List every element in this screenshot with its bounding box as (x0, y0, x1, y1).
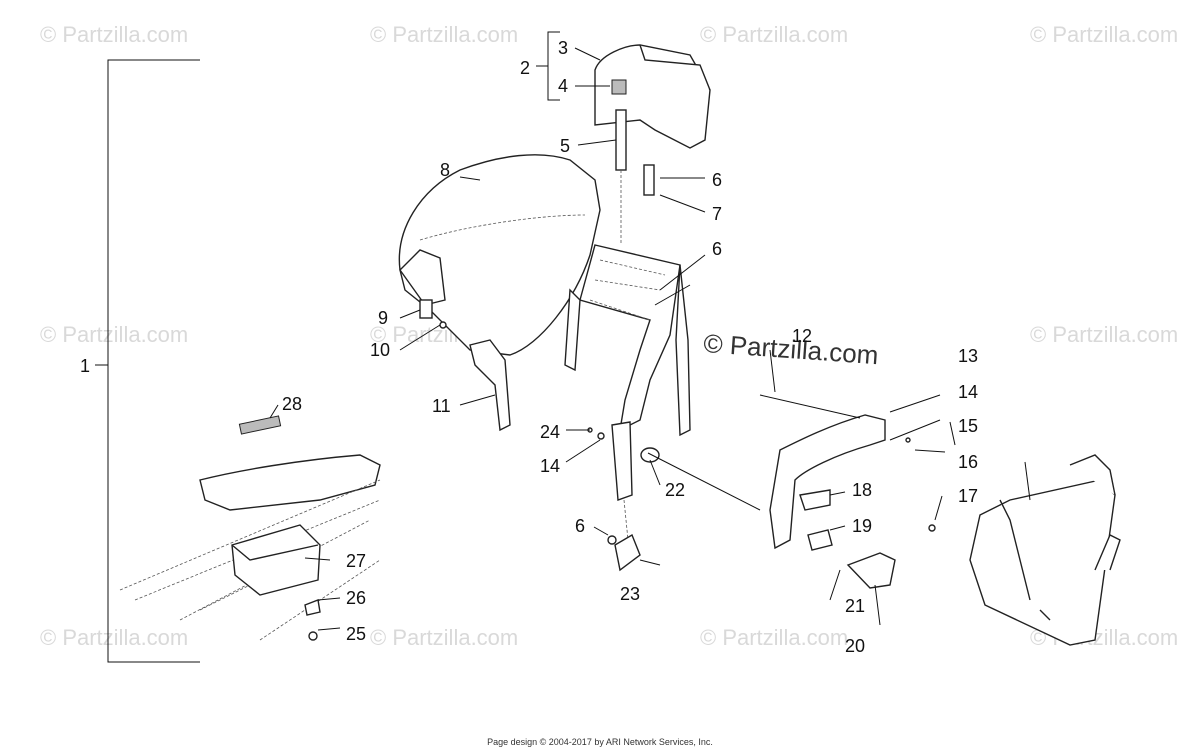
callout-14: 14 (958, 382, 978, 402)
callout-11: 11 (432, 396, 451, 416)
callout-3: 3 (558, 38, 568, 58)
callout-6: 6 (712, 170, 722, 190)
callout-21: 21 (845, 596, 865, 616)
callout-10: 10 (370, 340, 390, 360)
callout-26: 26 (346, 588, 366, 608)
watermark: © Partzilla.com (1030, 22, 1178, 47)
watermark: © Partzilla.com (1030, 322, 1178, 347)
callout-1: 1 (80, 356, 90, 376)
page-footer: Page design © 2004-2017 by ARI Network S… (487, 737, 713, 747)
callout-labels: 1 2 3 4 5 6 7 8 6 9 10 11 12 13 14 15 16… (80, 38, 978, 656)
seat-cushion (398, 154, 601, 356)
backrest-pad (574, 44, 711, 149)
rack-frame (564, 244, 706, 437)
callout-12: 12 (792, 326, 812, 346)
watermark: © Partzilla.com (370, 625, 518, 650)
seat-clamp (399, 299, 511, 432)
support-arm (565, 421, 761, 572)
callout-18: 18 (852, 480, 872, 500)
callout-28: 28 (282, 394, 302, 414)
assembly-bracket (95, 31, 560, 663)
callout-20: 20 (845, 636, 865, 656)
callout-25: 25 (346, 624, 366, 644)
watermark: © Partzilla.com (700, 625, 848, 650)
callout-13: 13 (958, 346, 978, 366)
callout-17: 17 (958, 486, 978, 506)
callout-6c: 6 (575, 516, 585, 536)
callout-5: 5 (560, 136, 570, 156)
callout-9: 9 (378, 308, 388, 328)
callout-19: 19 (852, 516, 872, 536)
storage-bag (928, 454, 1121, 646)
callout-4: 4 (558, 76, 568, 96)
callout-22: 22 (665, 480, 685, 500)
callout-23: 23 (620, 584, 640, 604)
callout-24: 24 (540, 422, 560, 442)
watermark: © Partzilla.com (40, 22, 188, 47)
seat-stitch (419, 214, 586, 241)
watermark: © Partzilla.com (370, 22, 518, 47)
watermark: © Partzilla.com (40, 625, 188, 650)
callout-6b: 6 (712, 239, 722, 259)
grab-handle (759, 349, 956, 626)
callout-2: 2 (520, 58, 530, 78)
watermark: © Partzilla.com (40, 322, 188, 347)
watermark: © Partzilla.com (700, 22, 848, 47)
callout-8: 8 (440, 160, 450, 180)
tunnel-section (119, 404, 381, 641)
callout-27: 27 (346, 551, 366, 571)
callout-15: 15 (958, 416, 978, 436)
seat-front (399, 249, 446, 306)
backrest-post (577, 109, 706, 245)
callout-16: 16 (958, 452, 978, 472)
callout-7: 7 (712, 204, 722, 224)
callout-14b: 14 (540, 456, 560, 476)
